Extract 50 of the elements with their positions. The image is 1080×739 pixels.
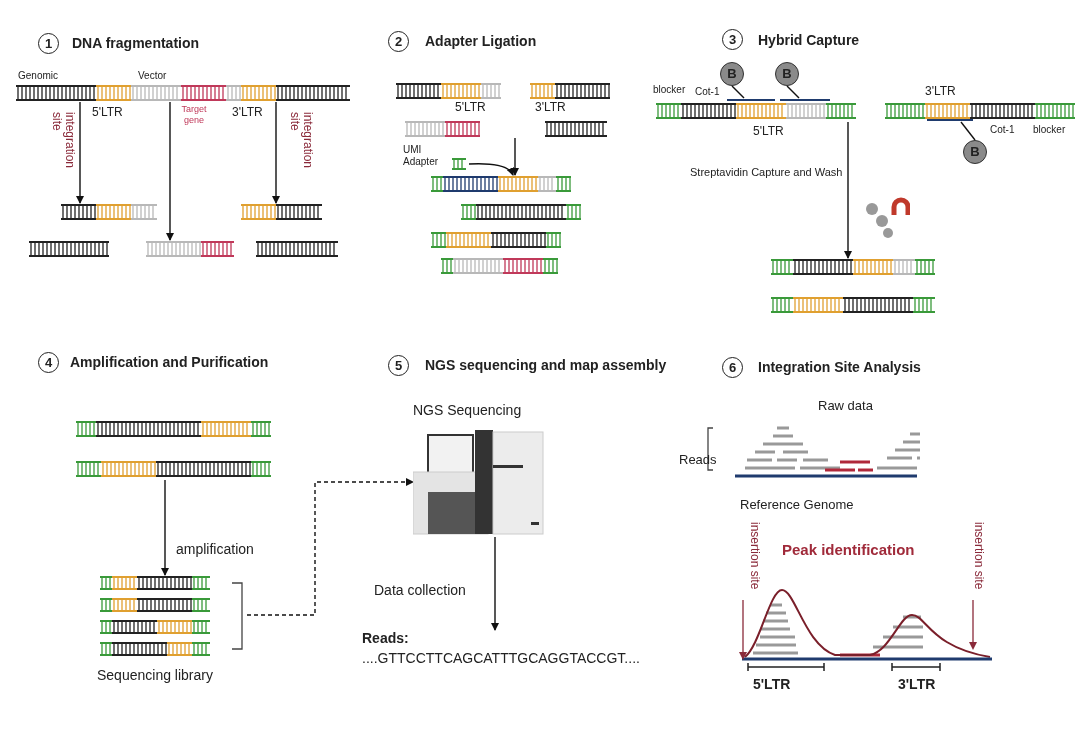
dna-fragment-drawing <box>240 203 324 221</box>
region-label: 5'LTR <box>753 676 791 692</box>
biotin-circle: B <box>720 62 744 86</box>
part-label: 3'LTR <box>535 100 566 114</box>
dna-fragments-drawing <box>395 82 611 138</box>
part-label: Target gene <box>180 104 208 126</box>
annotation-text: insertion site <box>972 522 986 590</box>
arrow <box>76 101 84 204</box>
dna-fragment-drawing <box>145 240 235 258</box>
connector-line <box>960 121 976 141</box>
part-label: 3'LTR <box>232 105 263 119</box>
arrow <box>272 101 280 204</box>
biotin-circle: B <box>775 62 799 86</box>
reads-heading: Reads: <box>362 630 409 646</box>
part-label: 5'LTR <box>92 105 123 119</box>
part-label: Cot-1 <box>695 86 720 97</box>
edge-label: integration site <box>288 112 314 171</box>
annotation-text: insertion site <box>748 522 762 590</box>
axis-label: Reads <box>679 452 717 467</box>
arrow <box>468 163 514 176</box>
edge-label: Data collection <box>374 582 466 598</box>
connector-line <box>731 85 745 99</box>
dna-construct-drawing <box>15 84 351 102</box>
dna-fragment-drawing <box>60 203 158 221</box>
step-title: Hybrid Capture <box>758 32 860 48</box>
arrow <box>166 101 174 241</box>
axis-label: Reference Genome <box>740 497 854 512</box>
part-label: 5'LTR <box>455 100 486 114</box>
step-title: NGS sequencing and map assembly <box>425 357 667 373</box>
arrow <box>511 137 519 176</box>
part-label: Cot-1 <box>990 124 1015 135</box>
chart-title: Raw data <box>818 398 873 413</box>
hybrid-probe-drawing <box>655 98 1077 122</box>
sequence-text: ....GTTCCTTCAGCATTTGCAGGTACCGT.... <box>362 650 640 666</box>
edge-label: integration site <box>50 112 76 171</box>
dashed-arrow <box>246 478 414 616</box>
edge-label: amplification <box>176 541 254 557</box>
arrow <box>844 121 852 259</box>
library-caption: Sequencing library <box>97 667 213 683</box>
edge-label: Streptavidin Capture and Wash <box>690 166 843 178</box>
part-label: 3'LTR <box>925 84 956 98</box>
chart-title: Peak identification <box>782 541 915 558</box>
adapter-label: UMI Adapter <box>403 144 440 168</box>
arrow <box>491 536 499 631</box>
part-label: 5'LTR <box>753 124 784 138</box>
biotin-circle: B <box>963 140 987 164</box>
instrument-title: NGS Sequencing <box>413 402 522 418</box>
region-label: 3'LTR <box>898 676 936 692</box>
arrow <box>161 479 169 576</box>
connector-line <box>786 85 800 99</box>
